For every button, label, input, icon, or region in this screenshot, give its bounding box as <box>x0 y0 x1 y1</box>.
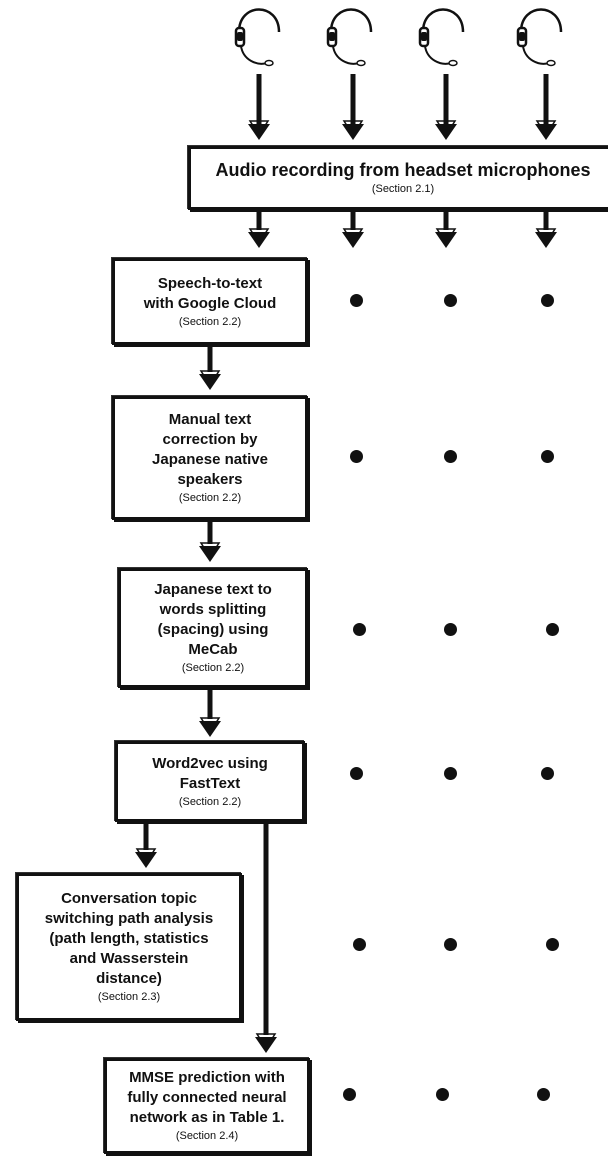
mmse-prediction-box: MMSE prediction with fully connected neu… <box>104 1058 310 1154</box>
arrow-headset-4 <box>534 74 558 141</box>
dot-stt-4 <box>540 293 554 307</box>
arrow-manual-split <box>198 520 222 563</box>
dot-topic-4 <box>545 937 559 951</box>
dot-stt-3 <box>443 293 457 307</box>
manual-correction-box: Manual text correction by Japanese nativ… <box>112 396 308 520</box>
arrow-headset-1 <box>247 74 271 141</box>
dot-topic-3 <box>443 937 457 951</box>
arrow-headset-3 <box>434 74 458 141</box>
dot-w2v-4 <box>540 766 554 780</box>
dot-manual-3 <box>443 449 457 463</box>
mmse-prediction-section: (Section 2.4) <box>175 1130 239 1142</box>
dot-w2v-3 <box>443 766 457 780</box>
dot-split-4 <box>545 622 559 636</box>
word-splitting-section: (Section 2.2) <box>181 662 245 674</box>
topic-switching-box: Conversation topic switching path analys… <box>16 873 242 1021</box>
word2vec-section: (Section 2.2) <box>178 795 242 808</box>
dot-topic-2 <box>352 937 366 951</box>
speech-to-text-box: Speech-to-text with Google Cloud (Sectio… <box>112 258 308 345</box>
audio-recording-box: Audio recording from headset microphones… <box>188 146 608 210</box>
speech-to-text-section: (Section 2.2) <box>178 315 242 328</box>
arrow-w2v-topic <box>134 822 158 869</box>
arrow-stt-manual <box>198 345 222 391</box>
audio-recording-label: Audio recording from headset microphones <box>215 160 591 180</box>
headset-icon <box>516 8 563 67</box>
headset-icon <box>418 8 465 67</box>
arrow-audio-2 <box>341 210 365 249</box>
dot-mmse-2 <box>342 1087 356 1101</box>
dot-split-3 <box>443 622 457 636</box>
dot-w2v-2 <box>349 766 363 780</box>
dot-split-2 <box>352 622 366 636</box>
arrow-headset-2 <box>341 74 365 141</box>
dot-manual-2 <box>349 449 363 463</box>
arrow-split-w2v <box>198 688 222 738</box>
speech-to-text-label: Speech-to-text with Google Cloud <box>143 274 277 312</box>
word2vec-box: Word2vec using FastText (Section 2.2) <box>115 741 305 822</box>
word-splitting-label: Japanese text to words splitting (spacin… <box>154 581 272 658</box>
arrow-audio-4 <box>534 210 558 249</box>
topic-switching-section: (Section 2.3) <box>97 991 161 1003</box>
manual-correction-section: (Section 2.2) <box>178 492 242 504</box>
headset-icon <box>326 8 373 67</box>
dot-manual-4 <box>540 449 554 463</box>
mmse-prediction-label: MMSE prediction with fully connected neu… <box>127 1069 287 1126</box>
topic-switching-label: Conversation topic switching path analys… <box>44 890 214 987</box>
headset-icon <box>234 8 281 67</box>
dot-mmse-3 <box>435 1087 449 1101</box>
arrow-w2v-mmse <box>254 822 278 1054</box>
manual-correction-label: Manual text correction by Japanese nativ… <box>152 411 268 488</box>
word-splitting-box: Japanese text to words splitting (spacin… <box>118 568 308 688</box>
dot-mmse-4 <box>536 1087 550 1101</box>
arrow-audio-3 <box>434 210 458 249</box>
arrow-audio-1 <box>247 210 271 249</box>
dot-stt-2 <box>349 293 363 307</box>
word2vec-label: Word2vec using FastText <box>152 754 268 792</box>
audio-recording-section: (Section 2.1) <box>371 183 435 195</box>
